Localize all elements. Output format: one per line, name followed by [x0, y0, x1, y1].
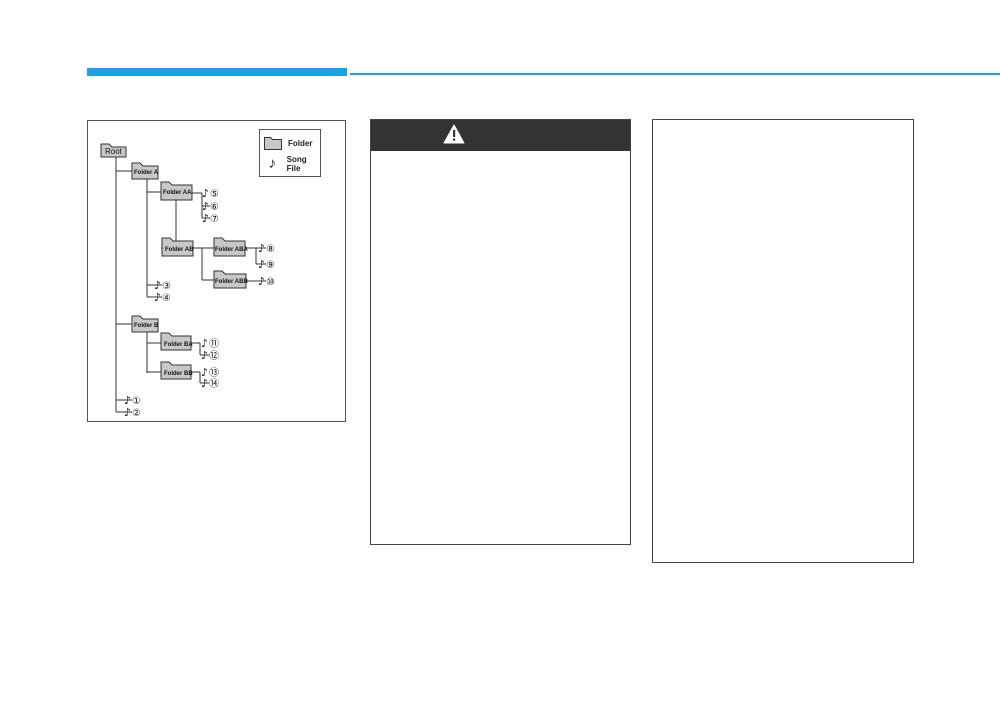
song-s13: ♪⑬: [201, 366, 219, 379]
folder-b-label: Folder B: [134, 323, 159, 329]
song-s12: ♪⑫: [201, 349, 219, 362]
song-note-icon: ♪: [202, 187, 209, 200]
song-note-icon: ♪: [201, 377, 208, 390]
song-note-icon: ♪: [202, 200, 209, 213]
song-number: ⑫: [209, 350, 219, 362]
warning-panel: [370, 119, 631, 545]
legend-song-label: Song File: [286, 155, 307, 173]
song-number: ⑭: [209, 378, 219, 390]
song-s14: ♪⑭: [201, 377, 219, 390]
music-note-icon: ♪: [268, 155, 277, 172]
song-number: ⑦: [210, 214, 219, 225]
legend-song-row: ♪ Song File: [264, 154, 320, 174]
folder-ba-label: Folder BA: [164, 342, 193, 348]
song-s10: ♪⑩: [258, 275, 275, 288]
song-s2: ♪②: [124, 406, 141, 419]
legend-folder-row: Folder: [264, 133, 312, 153]
song-note-icon: ♪: [258, 275, 265, 288]
song-note-icon: ♪: [124, 406, 131, 419]
song-s9: ♪⑨: [258, 258, 275, 271]
folder-root: Root: [100, 143, 127, 158]
folder-icon: [264, 136, 282, 150]
diagram-legend: Folder ♪ Song File: [259, 129, 321, 177]
song-s4: ♪④: [154, 291, 171, 304]
song-note-icon: ♪: [154, 279, 161, 292]
folder-tree-diagram: Root Folder A Folder AA Folder AB Folder…: [87, 120, 346, 422]
song-number: ④: [162, 293, 171, 304]
folder-aa-label: Folder AA: [163, 190, 192, 196]
song-note-icon: ♪: [154, 291, 161, 304]
folder-abb: Folder ABB: [213, 270, 248, 289]
song-s7: ♪⑦: [202, 212, 219, 225]
song-s1: ♪①: [124, 394, 141, 407]
song-s5: ♪⑤: [202, 187, 219, 200]
song-note-icon: ♪: [201, 366, 208, 379]
header-rule: [350, 73, 1000, 75]
folder-tree-svg: Root Folder A Folder AA Folder AB Folder…: [100, 143, 275, 419]
folder-aba-label: Folder ABA: [215, 247, 248, 253]
tree-connectors: [115, 156, 266, 413]
song-s11: ♪⑪: [201, 337, 219, 350]
folder-aa: Folder AA: [160, 181, 193, 201]
folder-root-label: Root: [105, 147, 123, 156]
folder-ba: Folder BA: [160, 332, 193, 351]
song-number: ②: [132, 408, 141, 419]
song-number: ⑧: [266, 244, 275, 255]
song-number: ⑨: [266, 260, 275, 271]
song-s6: ♪⑥: [202, 200, 219, 213]
song-note-icon: ♪: [124, 394, 131, 407]
song-note-icon: ♪: [201, 349, 208, 362]
song-number: ⑩: [266, 277, 275, 288]
folder-ab: Folder AB: [161, 237, 194, 257]
folder-a-label: Folder A: [134, 170, 159, 176]
warning-header: [371, 120, 630, 151]
song-note-icon: ♪: [202, 212, 209, 225]
song-number: ①: [132, 396, 141, 407]
song-number: ⑬: [209, 367, 219, 379]
song-number: ⑤: [210, 189, 219, 200]
song-number: ③: [162, 281, 171, 292]
folder-bb: Folder BB: [160, 361, 193, 380]
folder-ab-label: Folder AB: [165, 247, 194, 253]
folder-a: Folder A: [131, 162, 159, 180]
song-note-icon: ♪: [201, 337, 208, 350]
information-panel: [652, 119, 914, 563]
song-note-icon: ♪: [258, 242, 265, 255]
warning-triangle-icon: [443, 124, 465, 144]
folder-aba: Folder ABA: [213, 237, 248, 257]
folder-bb-label: Folder BB: [164, 371, 193, 377]
song-number: ⑥: [210, 202, 219, 213]
song-note-icon: ♪: [258, 258, 265, 271]
song-s3: ♪③: [154, 279, 171, 292]
folder-abb-label: Folder ABB: [215, 279, 248, 285]
header-accent-bar: [87, 68, 347, 76]
legend-folder-label: Folder: [288, 138, 313, 148]
folder-b: Folder B: [131, 315, 159, 333]
song-s8: ♪⑧: [258, 242, 275, 255]
song-number: ⑪: [209, 338, 219, 350]
